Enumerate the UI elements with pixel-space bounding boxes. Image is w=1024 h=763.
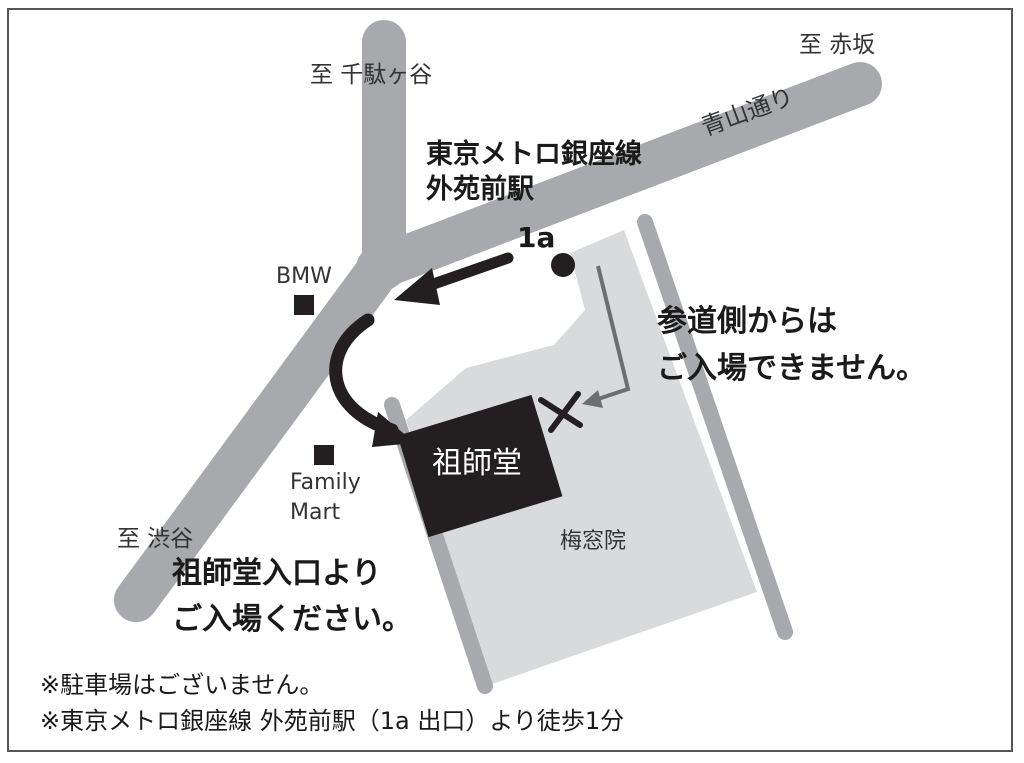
- bmw-marker: [294, 295, 314, 315]
- station-name-label: 外苑前駅: [426, 174, 534, 205]
- family-mart-label-line1: Family: [290, 470, 361, 495]
- station-exit-dot: [551, 253, 575, 277]
- no-entry-cross-icon: [538, 391, 583, 433]
- bmw-label: BMW: [276, 264, 332, 289]
- no-entry-notice-line2: ご入場できません。: [657, 351, 927, 386]
- sando-path-line: [594, 265, 631, 402]
- family-mart-marker: [314, 445, 334, 465]
- road-to-shibuya: [114, 246, 402, 622]
- soshido-label: 祖師堂: [432, 446, 522, 481]
- family-mart-label-line2: Mart: [290, 500, 341, 525]
- parking-footnote: ※駐車場はございません。: [40, 671, 324, 699]
- side-street-right: [637, 214, 793, 640]
- station-exit-label: 1a: [517, 221, 556, 254]
- no-entry-notice-line1: 参道側からは: [657, 304, 837, 339]
- entrance-notice-line1: 祖師堂入口より: [172, 556, 382, 591]
- station-line-label: 東京メトロ銀座線: [426, 139, 642, 170]
- sando-path-arrowhead: [582, 390, 603, 408]
- baisoin-label: 梅窓院: [560, 529, 627, 554]
- map-frame: [7, 8, 1013, 752]
- temple-grounds: [406, 230, 757, 684]
- soshido-building: [397, 394, 563, 538]
- route-arrow-head-1: [394, 268, 440, 305]
- direction-sendagaya: 至 千駄ヶ谷: [310, 62, 433, 88]
- access-footnote: ※東京メトロ銀座線 外苑前駅（1a 出口）より徒歩1分: [40, 707, 625, 735]
- direction-akasaka: 至 赤坂: [799, 32, 876, 58]
- direction-shibuya: 至 渋谷: [117, 526, 194, 552]
- aoyama-dori-road: [356, 62, 882, 290]
- route-arrow-line: [419, 252, 514, 293]
- entrance-notice-line2: ご入場ください。: [172, 602, 412, 637]
- route-arrow-curve: [329, 313, 399, 437]
